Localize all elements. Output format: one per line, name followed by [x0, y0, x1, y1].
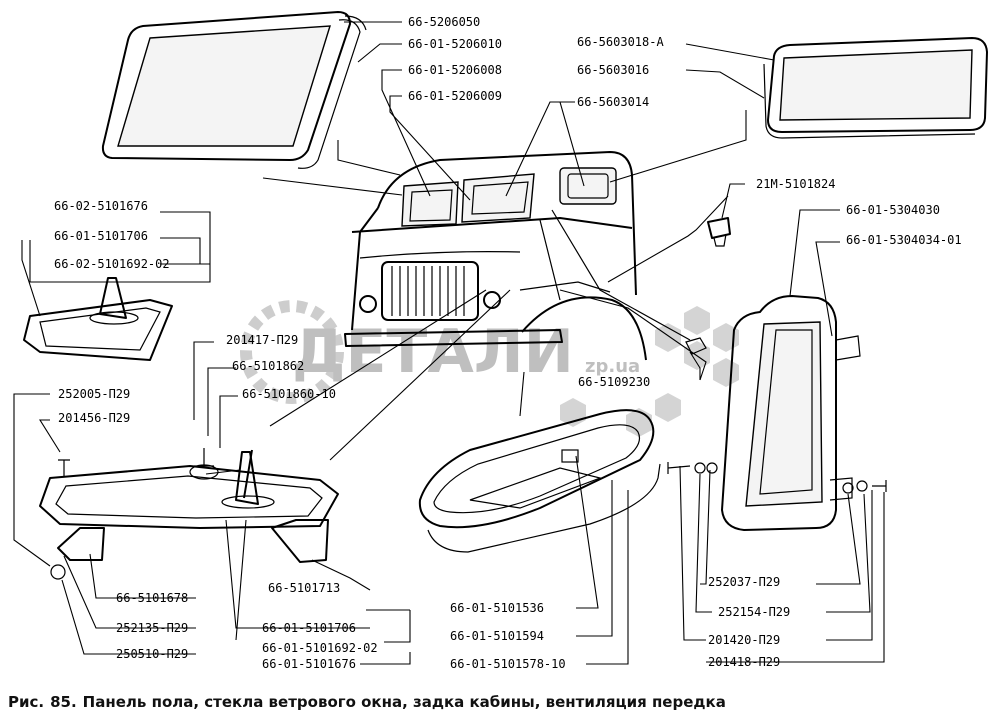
label-66-01-5304034-01: 66-01-5304034-01: [846, 233, 962, 247]
label-201418-P29: 201418-П29: [708, 655, 780, 669]
label-66-5101678: 66-5101678: [116, 591, 188, 605]
watermark-suffix: zp.ua: [585, 356, 640, 377]
caption-prefix: Рис.: [8, 693, 45, 711]
figure-caption: Рис. 85. Панель пола, стекла ветрового окн…: [8, 693, 732, 711]
label-66-5101862: 66-5101862: [232, 359, 304, 373]
windshield-glass: [101, 11, 367, 169]
floor-panel-small: [23, 277, 173, 361]
label-66-5603018-A: 66-5603018-А: [577, 35, 664, 49]
vent-fasteners: [667, 337, 887, 494]
cabin-grille: [381, 261, 479, 321]
label-66-5101860-10: 66-5101860-10: [242, 387, 336, 401]
caption-number: 85.: [50, 693, 77, 711]
label-252037-P29: 252037-П29: [708, 575, 780, 589]
caption-title: Панель пола, стекла ветрового окна, задк…: [82, 693, 726, 711]
label-66-01-5101676: 66-01-5101676: [262, 657, 356, 671]
label-250510-P29: 250510-П29: [116, 647, 188, 661]
vent-clip: [707, 217, 731, 247]
label-66-01-5206010: 66-01-5206010: [408, 37, 502, 51]
label-66-01-5101594: 66-01-5101594: [450, 629, 544, 643]
label-66-5603016: 66-5603016: [577, 63, 649, 77]
label-66-01-5206009: 66-01-5206009: [408, 89, 502, 103]
label-66-5206050: 66-5206050: [408, 15, 480, 29]
label-252154-P29: 252154-П29: [718, 605, 790, 619]
label-252005-P29: 252005-П29: [58, 387, 130, 401]
leader-lines: [13, 21, 885, 665]
label-66-01-5101578-10: 66-01-5101578-10: [450, 657, 566, 671]
rear-window-glass: [763, 37, 988, 139]
label-201417-P29: 201417-П29: [226, 333, 298, 347]
label-66-02-5101676: 66-02-5101676: [54, 199, 148, 213]
label-66-5603014: 66-5603014: [577, 95, 649, 109]
watermark-text: ДЕТАЛИ: [292, 317, 574, 387]
vent-hatch: [721, 295, 861, 531]
label-252135-P29: 252135-П29: [116, 621, 188, 635]
label-66-5109230: 66-5109230: [578, 375, 650, 389]
label-66-01-5206008: 66-01-5206008: [408, 63, 502, 77]
part-labels: 66-5206050 66-01-5206010 66-01-5206008 6…: [54, 15, 962, 671]
vent-frame: [418, 409, 661, 553]
label-201420-P29: 201420-П29: [708, 633, 780, 647]
label-66-5101713: 66-5101713: [268, 581, 340, 595]
label-21M-5101824: 21М-5101824: [756, 177, 835, 191]
watermark-gear-icon: [240, 300, 344, 404]
label-66-01-5101706-top: 66-01-5101706: [54, 229, 148, 243]
label-66-01-5101706-bottom: 66-01-5101706: [262, 621, 356, 635]
label-66-01-5304030: 66-01-5304030: [846, 203, 940, 217]
floor-panel-large: [39, 448, 339, 580]
label-66-01-5101692-02: 66-01-5101692-02: [262, 641, 378, 655]
cabin-body: [344, 151, 691, 361]
watermark: ДЕТАЛИ zp.ua: [240, 300, 739, 437]
label-66-01-5101536: 66-01-5101536: [450, 601, 544, 615]
label-201456-P29: 201456-П29: [58, 411, 130, 425]
label-66-02-5101692-02: 66-02-5101692-02: [54, 257, 170, 271]
